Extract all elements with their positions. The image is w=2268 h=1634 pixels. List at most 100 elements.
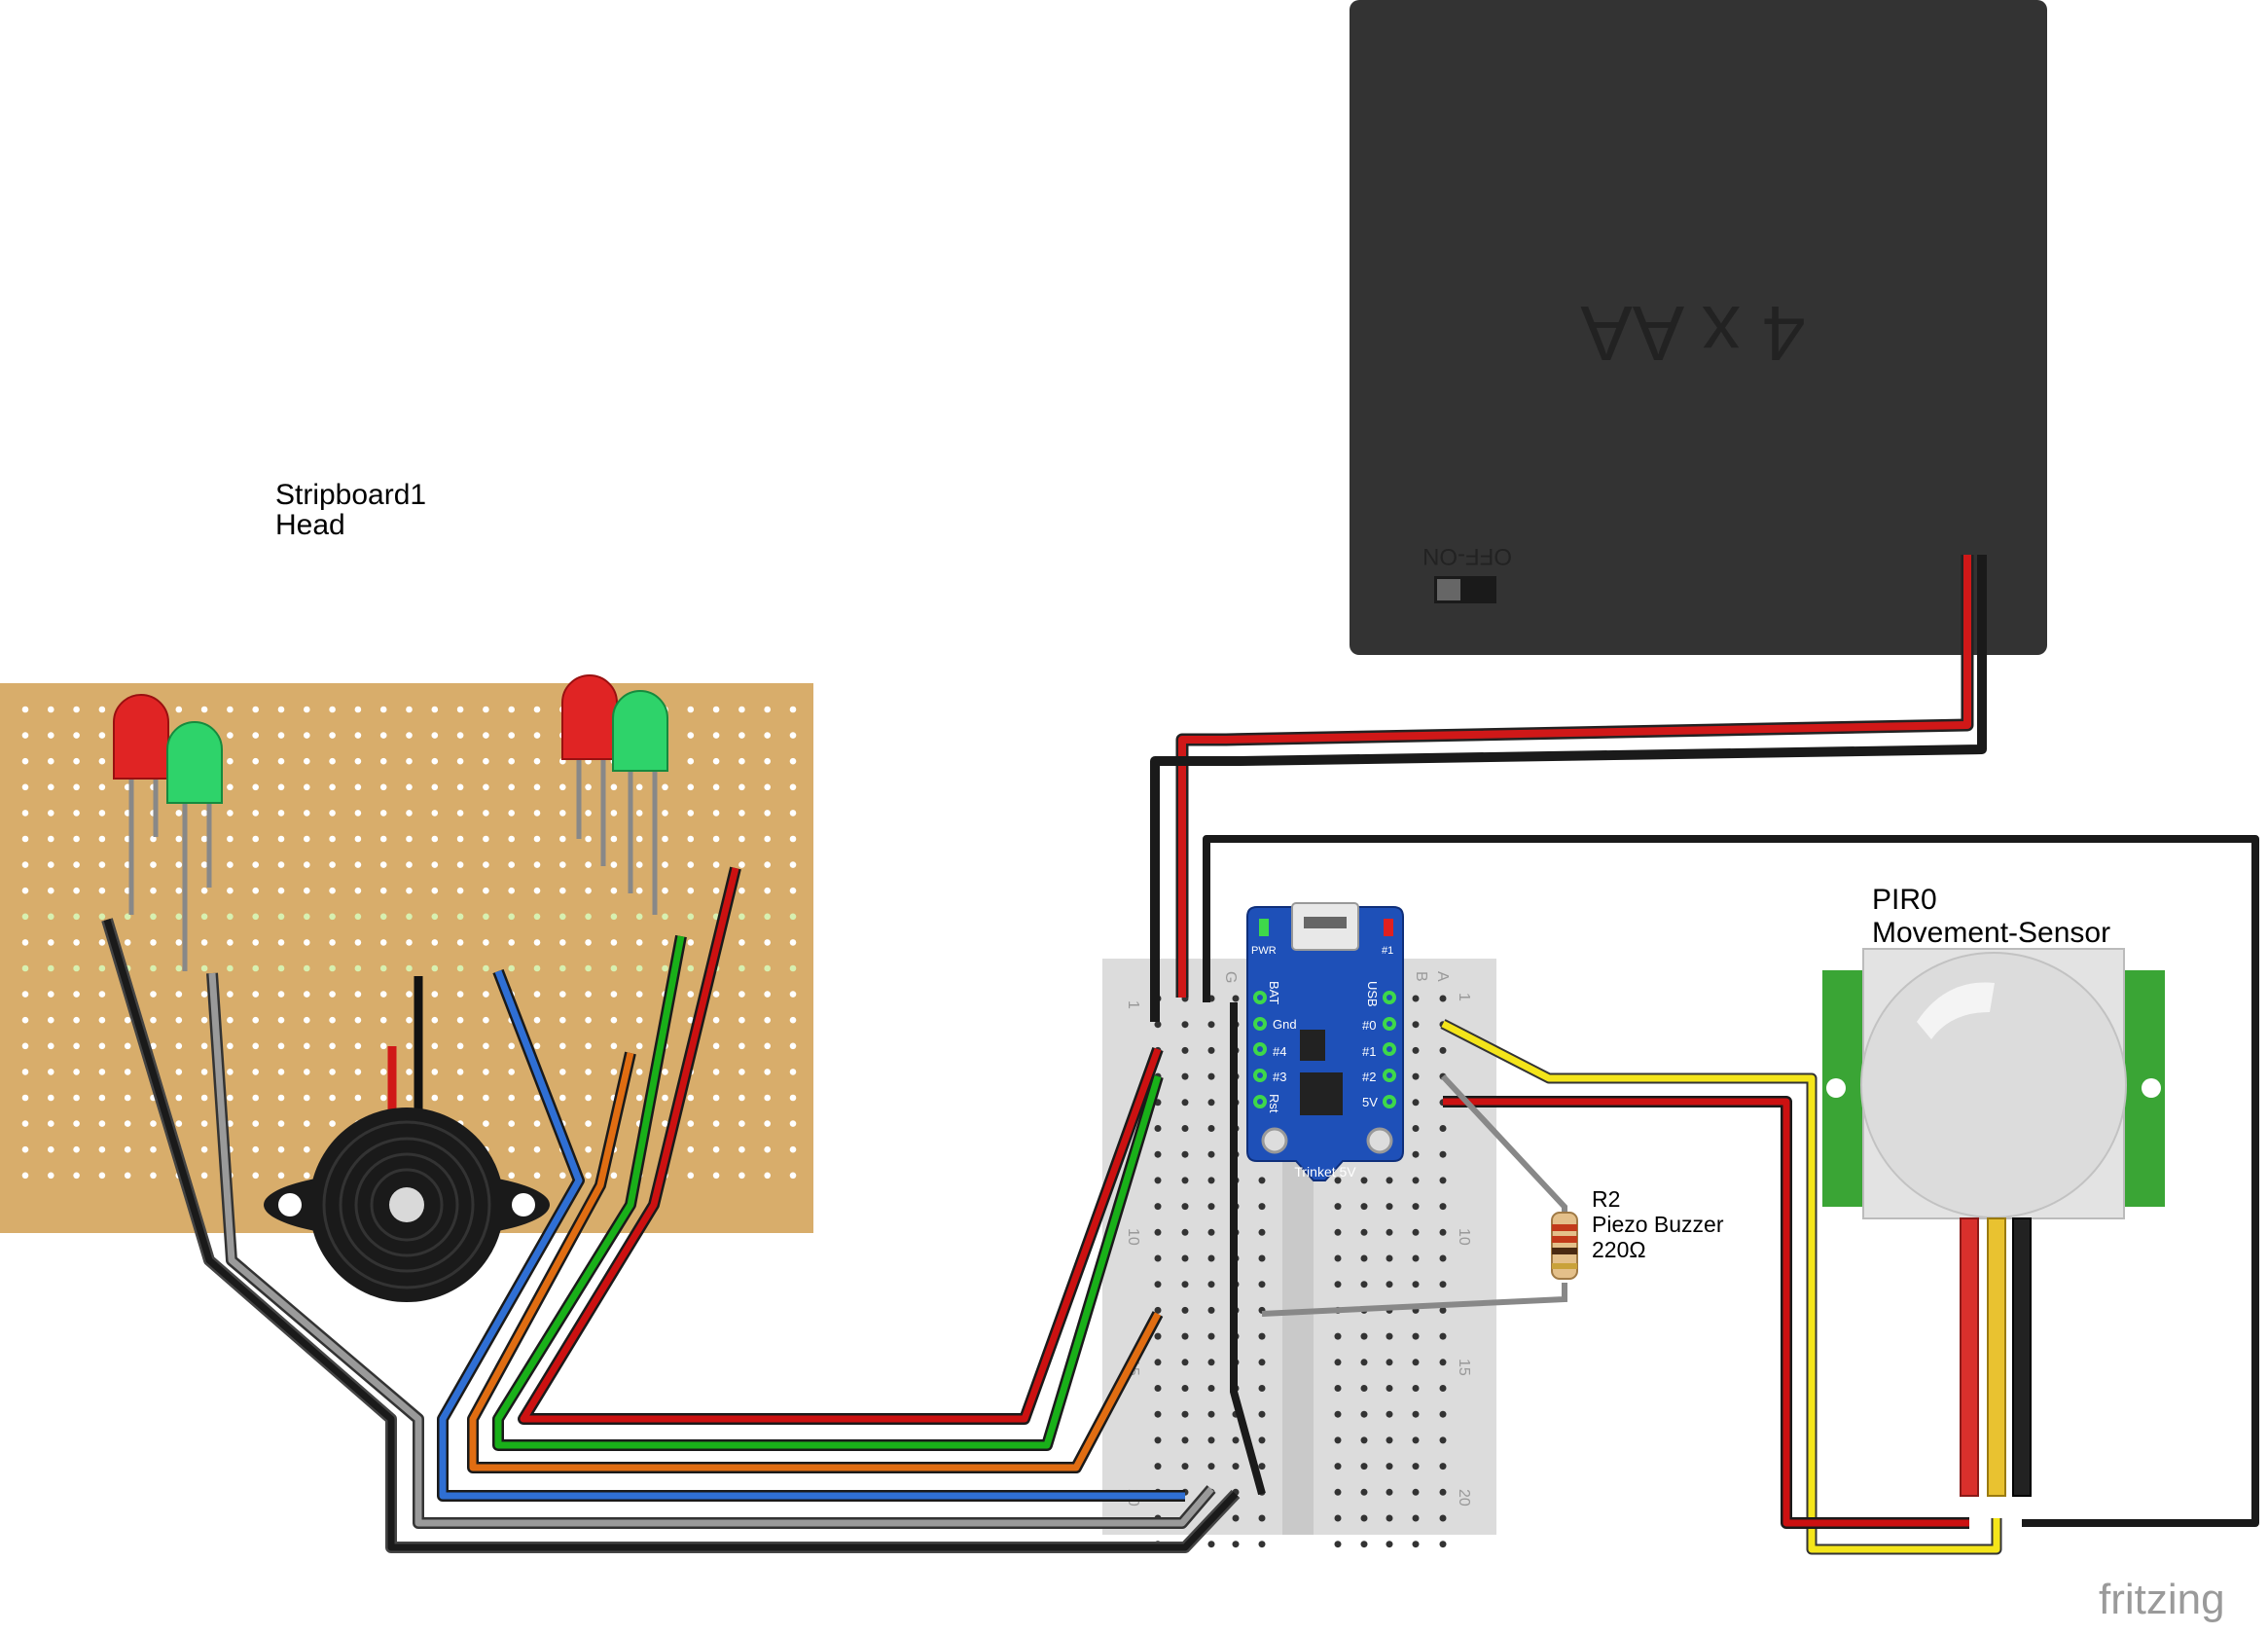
stripboard-hole <box>508 1069 515 1075</box>
stripboard-hole <box>200 1069 208 1075</box>
breadboard-hole <box>1334 1281 1342 1289</box>
resistor-r2[interactable] <box>1551 1212 1578 1280</box>
stripboard-hole <box>354 1042 362 1050</box>
stripboard-hole <box>354 964 362 972</box>
stripboard-hole <box>483 1042 489 1050</box>
breadboard-hole <box>1360 1177 1368 1184</box>
led-red-left[interactable] <box>113 694 169 915</box>
stripboard-hole <box>559 939 566 946</box>
breadboard-hole <box>1412 1021 1420 1029</box>
stripboard-hole <box>406 1016 413 1024</box>
stripboard-hole <box>73 861 80 868</box>
breadboard-hole <box>1334 1541 1342 1548</box>
breadboard-hole <box>1412 1463 1420 1471</box>
trinket-pin-hole <box>1257 995 1263 1000</box>
stripboard-hole <box>789 783 797 791</box>
pir-power-wire[interactable] <box>1443 1098 1969 1527</box>
led-green-wire[interactable] <box>494 935 1162 1449</box>
stripboard-hole <box>277 1069 285 1075</box>
stripboard-hole <box>610 783 618 791</box>
stripboard-hole <box>175 964 183 972</box>
stripboard-hole <box>48 732 54 739</box>
pir-sensor[interactable] <box>1822 948 2165 1497</box>
pir-mount-hole <box>2142 1078 2161 1098</box>
stripboard-hole <box>98 732 106 739</box>
stripboard-hole <box>738 706 745 713</box>
stripboard-hole <box>764 887 771 894</box>
stripboard-hole <box>406 964 413 972</box>
pir-dome-highlight <box>1917 982 1995 1039</box>
breadboard-hole <box>1207 1203 1215 1211</box>
breadboard-hole <box>1181 1203 1189 1211</box>
stripboard-hole <box>533 835 541 843</box>
piezo-buzzer[interactable] <box>264 976 550 1302</box>
breadboard-hole <box>1181 1150 1189 1158</box>
breadboard-hole <box>1386 1254 1393 1262</box>
pir-signal-wire[interactable] <box>1441 1020 2000 1553</box>
pir-ground-wire[interactable] <box>1203 835 2259 1527</box>
stripboard-hole <box>456 1069 464 1075</box>
led-red-wire[interactable] <box>520 867 1162 1423</box>
battery-red-wire[interactable] <box>1178 555 1971 998</box>
breadboard-hole <box>1207 1281 1215 1289</box>
stripboard-hole <box>662 1069 668 1075</box>
battery-pack[interactable]: 4 x AA OFF-ON <box>1350 0 2047 655</box>
buzzer-ground-wire[interactable] <box>103 918 1239 1551</box>
led-gray-wire[interactable] <box>208 972 1214 1527</box>
stripboard-hole <box>662 783 668 791</box>
stripboard-hole <box>789 706 797 713</box>
stripboard-hole <box>406 991 413 998</box>
stripboard-hole <box>73 1094 80 1102</box>
stripboard-hole <box>508 913 515 921</box>
stripboard-hole <box>764 1172 771 1180</box>
led-green-right[interactable] <box>612 690 668 915</box>
stripboard-hole <box>48 1016 54 1024</box>
trinket-board[interactable]: PWR #1 Gnd #4 #3 Rst BAT USB #0 #1 #2 5V… <box>1246 902 1404 1181</box>
stripboard-hole <box>610 964 618 972</box>
stripboard-hole <box>354 835 362 843</box>
stripboard-hole <box>21 887 29 894</box>
stripboard-hole <box>764 757 771 765</box>
led-red-right[interactable] <box>561 674 618 866</box>
breadboard-ground-jumper[interactable] <box>1230 1002 1266 1496</box>
stripboard-hole <box>431 1094 439 1102</box>
stripboard-hole <box>227 991 234 998</box>
stripboard-hole <box>635 1094 643 1102</box>
stripboard-hole <box>662 1094 668 1102</box>
led-orange-wire[interactable] <box>469 1052 1162 1471</box>
battery-switch-slider <box>1437 579 1460 600</box>
stripboard-hole <box>764 1120 771 1127</box>
stripboard-hole <box>635 835 643 843</box>
stripboard-hole <box>252 810 260 817</box>
breadboard-hole <box>1412 1099 1420 1107</box>
stripboard-hole <box>483 835 489 843</box>
stripboard-hole <box>508 1145 515 1153</box>
trinket-rst-label: Rst <box>1267 1094 1281 1113</box>
stripboard-hole <box>379 1016 387 1024</box>
stripboard-hole <box>277 1145 285 1153</box>
breadboard-hole <box>1439 1332 1447 1340</box>
stripboard-hole <box>712 1042 720 1050</box>
stripboard-hole <box>175 1042 183 1050</box>
breadboard-hole <box>1412 1410 1420 1418</box>
stripboard-hole <box>559 1094 566 1102</box>
stripboard-hole <box>150 1016 157 1024</box>
stripboard-hole <box>48 939 54 946</box>
stripboard-hole <box>585 991 592 998</box>
led-blue-wire[interactable] <box>439 969 1185 1500</box>
stripboard-hole <box>73 1042 80 1050</box>
stripboard-hole <box>431 887 439 894</box>
stripboard-hole <box>712 861 720 868</box>
stripboard-hole <box>508 887 515 894</box>
led-green-left[interactable] <box>166 721 223 971</box>
stripboard-hole <box>304 810 310 817</box>
breadboard-hole <box>1258 1281 1266 1289</box>
stripboard-hole <box>277 913 285 921</box>
stripboard-hole <box>329 810 336 817</box>
battery-black-wire[interactable] <box>1150 555 1987 1022</box>
stripboard-hole <box>764 1145 771 1153</box>
pir-dome <box>1860 952 2127 1218</box>
breadboard-hole <box>1154 1203 1162 1211</box>
stripboard-hole <box>277 1094 285 1102</box>
breadboard-hole <box>1412 1514 1420 1522</box>
